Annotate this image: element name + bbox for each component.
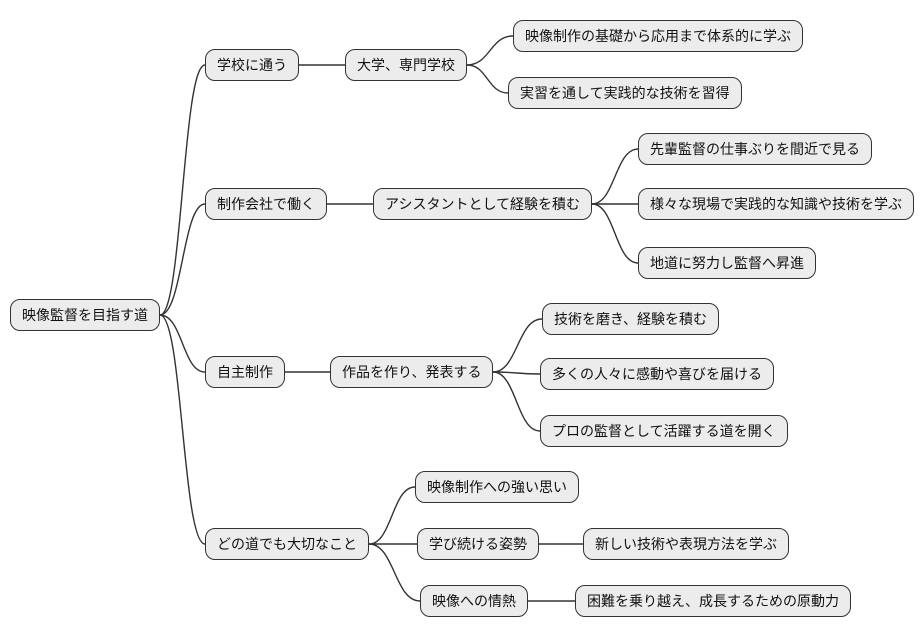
edge-university-practical-training xyxy=(466,64,509,94)
node-hone-skills-leaf: 技術を磨き、経験を積む xyxy=(542,303,720,335)
node-promotion-to-director-leaf: 地道に努力し監督へ昇進 xyxy=(638,247,816,279)
edge-create-deliver-emotion xyxy=(492,371,541,375)
edge-university-learn-basics xyxy=(466,35,514,66)
edge-create-professional-path xyxy=(492,371,541,432)
edge-create-hone-skills xyxy=(492,318,543,373)
edge-root-go-to-school xyxy=(159,64,206,316)
node-create-and-publish: 作品を作り、発表する xyxy=(330,356,494,388)
node-university-vocational: 大学、専門学校 xyxy=(345,49,467,81)
node-passion-for-film: 映像への情熱 xyxy=(420,585,528,617)
node-work-production-company: 制作会社で働く xyxy=(205,188,327,220)
edge-important-strong-passion xyxy=(368,486,416,545)
node-assistant-experience: アシスタントとして経験を積む xyxy=(373,188,593,220)
node-driving-force-leaf: 困難を乗り越え、成長するための原動力 xyxy=(575,585,851,617)
node-new-techniques-leaf: 新しい技術や表現方法を学ぶ xyxy=(583,528,789,560)
node-deliver-emotion-leaf: 多くの人々に感動や喜びを届ける xyxy=(540,358,774,390)
edge-important-passion-for-film xyxy=(368,543,421,602)
edge-assistant-observe-senior xyxy=(591,148,639,205)
node-go-to-school: 学校に通う xyxy=(205,49,299,81)
edge-root-work-production-company xyxy=(159,203,206,316)
node-observe-senior-directors-leaf: 先輩監督の仕事ぶりを間近で見る xyxy=(638,133,872,165)
node-independent-production: 自主制作 xyxy=(205,356,285,388)
node-learn-on-site-leaf: 様々な現場で実践的な知識や技術を学ぶ xyxy=(638,188,914,220)
edge-root-independent-production xyxy=(159,314,206,373)
edge-assistant-promotion xyxy=(591,203,639,264)
node-keep-learning: 学び続ける姿勢 xyxy=(417,528,539,560)
edge-root-important-in-any-path xyxy=(159,314,206,545)
node-root: 映像監督を目指す道 xyxy=(10,299,160,331)
node-strong-passion-filmmaking-leaf: 映像制作への強い思い xyxy=(415,471,579,503)
node-practical-training-leaf: 実習を通して実践的な技術を習得 xyxy=(508,77,742,109)
node-important-in-any-path: どの道でも大切なこと xyxy=(205,528,369,560)
node-learn-basics-leaf: 映像制作の基礎から応用まで体系的に学ぶ xyxy=(513,20,803,52)
node-professional-path-leaf: プロの監督として活躍する道を開く xyxy=(540,415,788,447)
